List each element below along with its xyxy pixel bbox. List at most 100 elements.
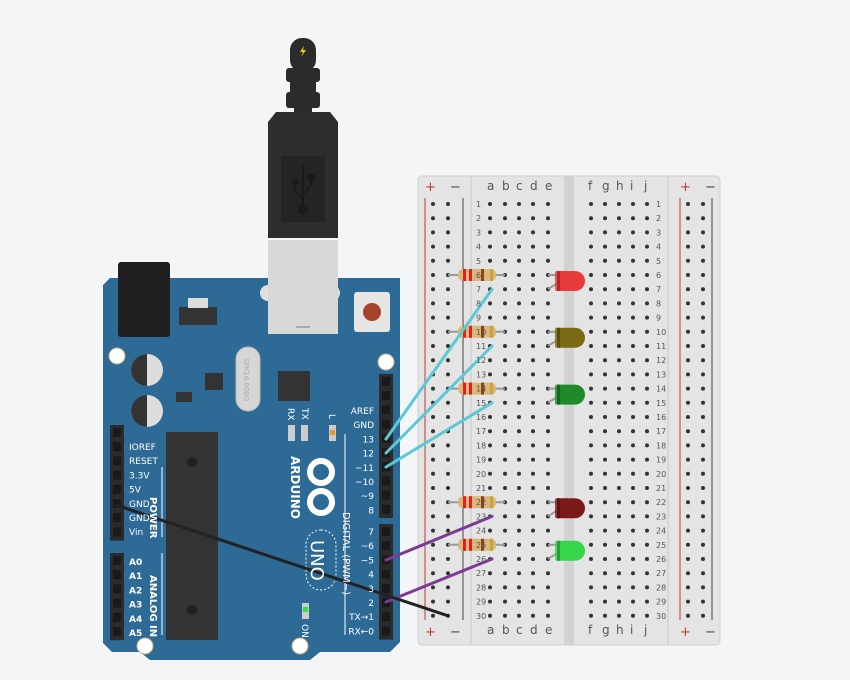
breadboard-hole[interactable] [645, 216, 649, 221]
breadboard-hole[interactable] [617, 542, 621, 547]
breadboard-hole[interactable] [617, 301, 621, 306]
breadboard-hole[interactable] [531, 528, 535, 533]
breadboard-hole[interactable] [617, 500, 621, 505]
breadboard-hole[interactable] [503, 486, 507, 490]
breadboard-hole[interactable] [617, 372, 621, 377]
breadboard-hole[interactable] [488, 585, 492, 590]
breadboard-hole[interactable] [686, 386, 690, 391]
breadboard-hole[interactable] [645, 315, 649, 320]
breadboard-hole[interactable] [589, 258, 593, 263]
breadboard-hole[interactable] [546, 202, 550, 206]
breadboard-hole[interactable] [446, 528, 450, 533]
breadboard-hole[interactable] [631, 571, 635, 576]
breadboard-hole[interactable] [589, 244, 593, 249]
breadboard-hole[interactable] [503, 613, 507, 618]
breadboard-hole[interactable] [488, 244, 492, 249]
header-pin[interactable] [382, 476, 390, 486]
breadboard-hole[interactable] [686, 500, 690, 505]
breadboard-hole[interactable] [488, 202, 492, 206]
breadboard-hole[interactable] [589, 315, 593, 320]
breadboard-hole[interactable] [701, 244, 705, 249]
header-pin[interactable] [113, 556, 121, 565]
breadboard-hole[interactable] [503, 258, 507, 263]
breadboard-hole[interactable] [686, 613, 690, 618]
breadboard-hole[interactable] [431, 528, 435, 533]
breadboard-hole[interactable] [645, 571, 649, 576]
breadboard-hole[interactable] [617, 443, 621, 448]
breadboard-hole[interactable] [517, 216, 521, 221]
breadboard-hole[interactable] [701, 273, 705, 277]
breadboard-hole[interactable] [686, 358, 690, 363]
breadboard-hole[interactable] [531, 457, 535, 462]
breadboard-hole[interactable] [531, 329, 535, 334]
breadboard-hole[interactable] [645, 471, 649, 476]
breadboard-hole[interactable] [589, 486, 593, 490]
breadboard-hole[interactable] [531, 301, 535, 306]
breadboard-hole[interactable] [645, 344, 649, 348]
breadboard-hole[interactable] [686, 258, 690, 263]
breadboard-hole[interactable] [603, 557, 607, 561]
header-pin[interactable] [113, 598, 121, 608]
breadboard-hole[interactable] [701, 358, 705, 363]
breadboard-hole[interactable] [603, 329, 607, 334]
breadboard-hole[interactable] [488, 415, 492, 419]
breadboard-hole[interactable] [631, 273, 635, 277]
breadboard-hole[interactable] [546, 244, 550, 249]
breadboard-hole[interactable] [546, 599, 550, 604]
breadboard-hole[interactable] [617, 358, 621, 363]
breadboard-hole[interactable] [517, 372, 521, 377]
breadboard-hole[interactable] [617, 216, 621, 221]
breadboard-hole[interactable] [701, 514, 705, 519]
led[interactable] [547, 384, 585, 405]
breadboard-hole[interactable] [617, 486, 621, 490]
breadboard-hole[interactable] [589, 287, 593, 292]
breadboard-hole[interactable] [631, 315, 635, 320]
breadboard-hole[interactable] [488, 443, 492, 448]
breadboard-hole[interactable] [686, 514, 690, 519]
breadboard-hole[interactable] [531, 386, 535, 391]
breadboard-hole[interactable] [503, 400, 507, 405]
header-pin[interactable] [382, 583, 390, 593]
breadboard-hole[interactable] [603, 230, 607, 235]
breadboard-hole[interactable] [617, 344, 621, 348]
breadboard-hole[interactable] [531, 415, 535, 419]
breadboard-hole[interactable] [645, 287, 649, 292]
breadboard-hole[interactable] [589, 500, 593, 505]
breadboard-hole[interactable] [431, 258, 435, 263]
breadboard-hole[interactable] [686, 542, 690, 547]
breadboard-hole[interactable] [503, 599, 507, 604]
breadboard-hole[interactable] [488, 429, 492, 434]
breadboard-hole[interactable] [603, 542, 607, 547]
breadboard-hole[interactable] [546, 358, 550, 363]
breadboard-hole[interactable] [431, 386, 435, 391]
breadboard-hole[interactable] [488, 528, 492, 533]
breadboard-hole[interactable] [645, 514, 649, 519]
breadboard-hole[interactable] [617, 514, 621, 519]
breadboard-hole[interactable] [701, 386, 705, 391]
breadboard-hole[interactable] [631, 471, 635, 476]
breadboard-hole[interactable] [686, 329, 690, 334]
breadboard-hole[interactable] [686, 599, 690, 604]
breadboard-hole[interactable] [517, 429, 521, 434]
breadboard-hole[interactable] [701, 301, 705, 306]
breadboard-hole[interactable] [517, 528, 521, 533]
breadboard-hole[interactable] [617, 230, 621, 235]
breadboard-hole[interactable] [503, 557, 507, 561]
breadboard-hole[interactable] [517, 514, 521, 519]
breadboard-hole[interactable] [589, 202, 593, 206]
breadboard-hole[interactable] [686, 244, 690, 249]
breadboard-hole[interactable] [531, 585, 535, 590]
breadboard-hole[interactable] [531, 613, 535, 618]
breadboard-hole[interactable] [546, 216, 550, 221]
breadboard-hole[interactable] [686, 372, 690, 377]
breadboard-hole[interactable] [686, 230, 690, 235]
breadboard-hole[interactable] [546, 585, 550, 590]
breadboard-hole[interactable] [531, 273, 535, 277]
breadboard-hole[interactable] [431, 429, 435, 434]
breadboard-hole[interactable] [546, 429, 550, 434]
breadboard-hole[interactable] [517, 230, 521, 235]
breadboard-hole[interactable] [531, 258, 535, 263]
breadboard-hole[interactable] [603, 315, 607, 320]
breadboard-hole[interactable] [488, 301, 492, 306]
